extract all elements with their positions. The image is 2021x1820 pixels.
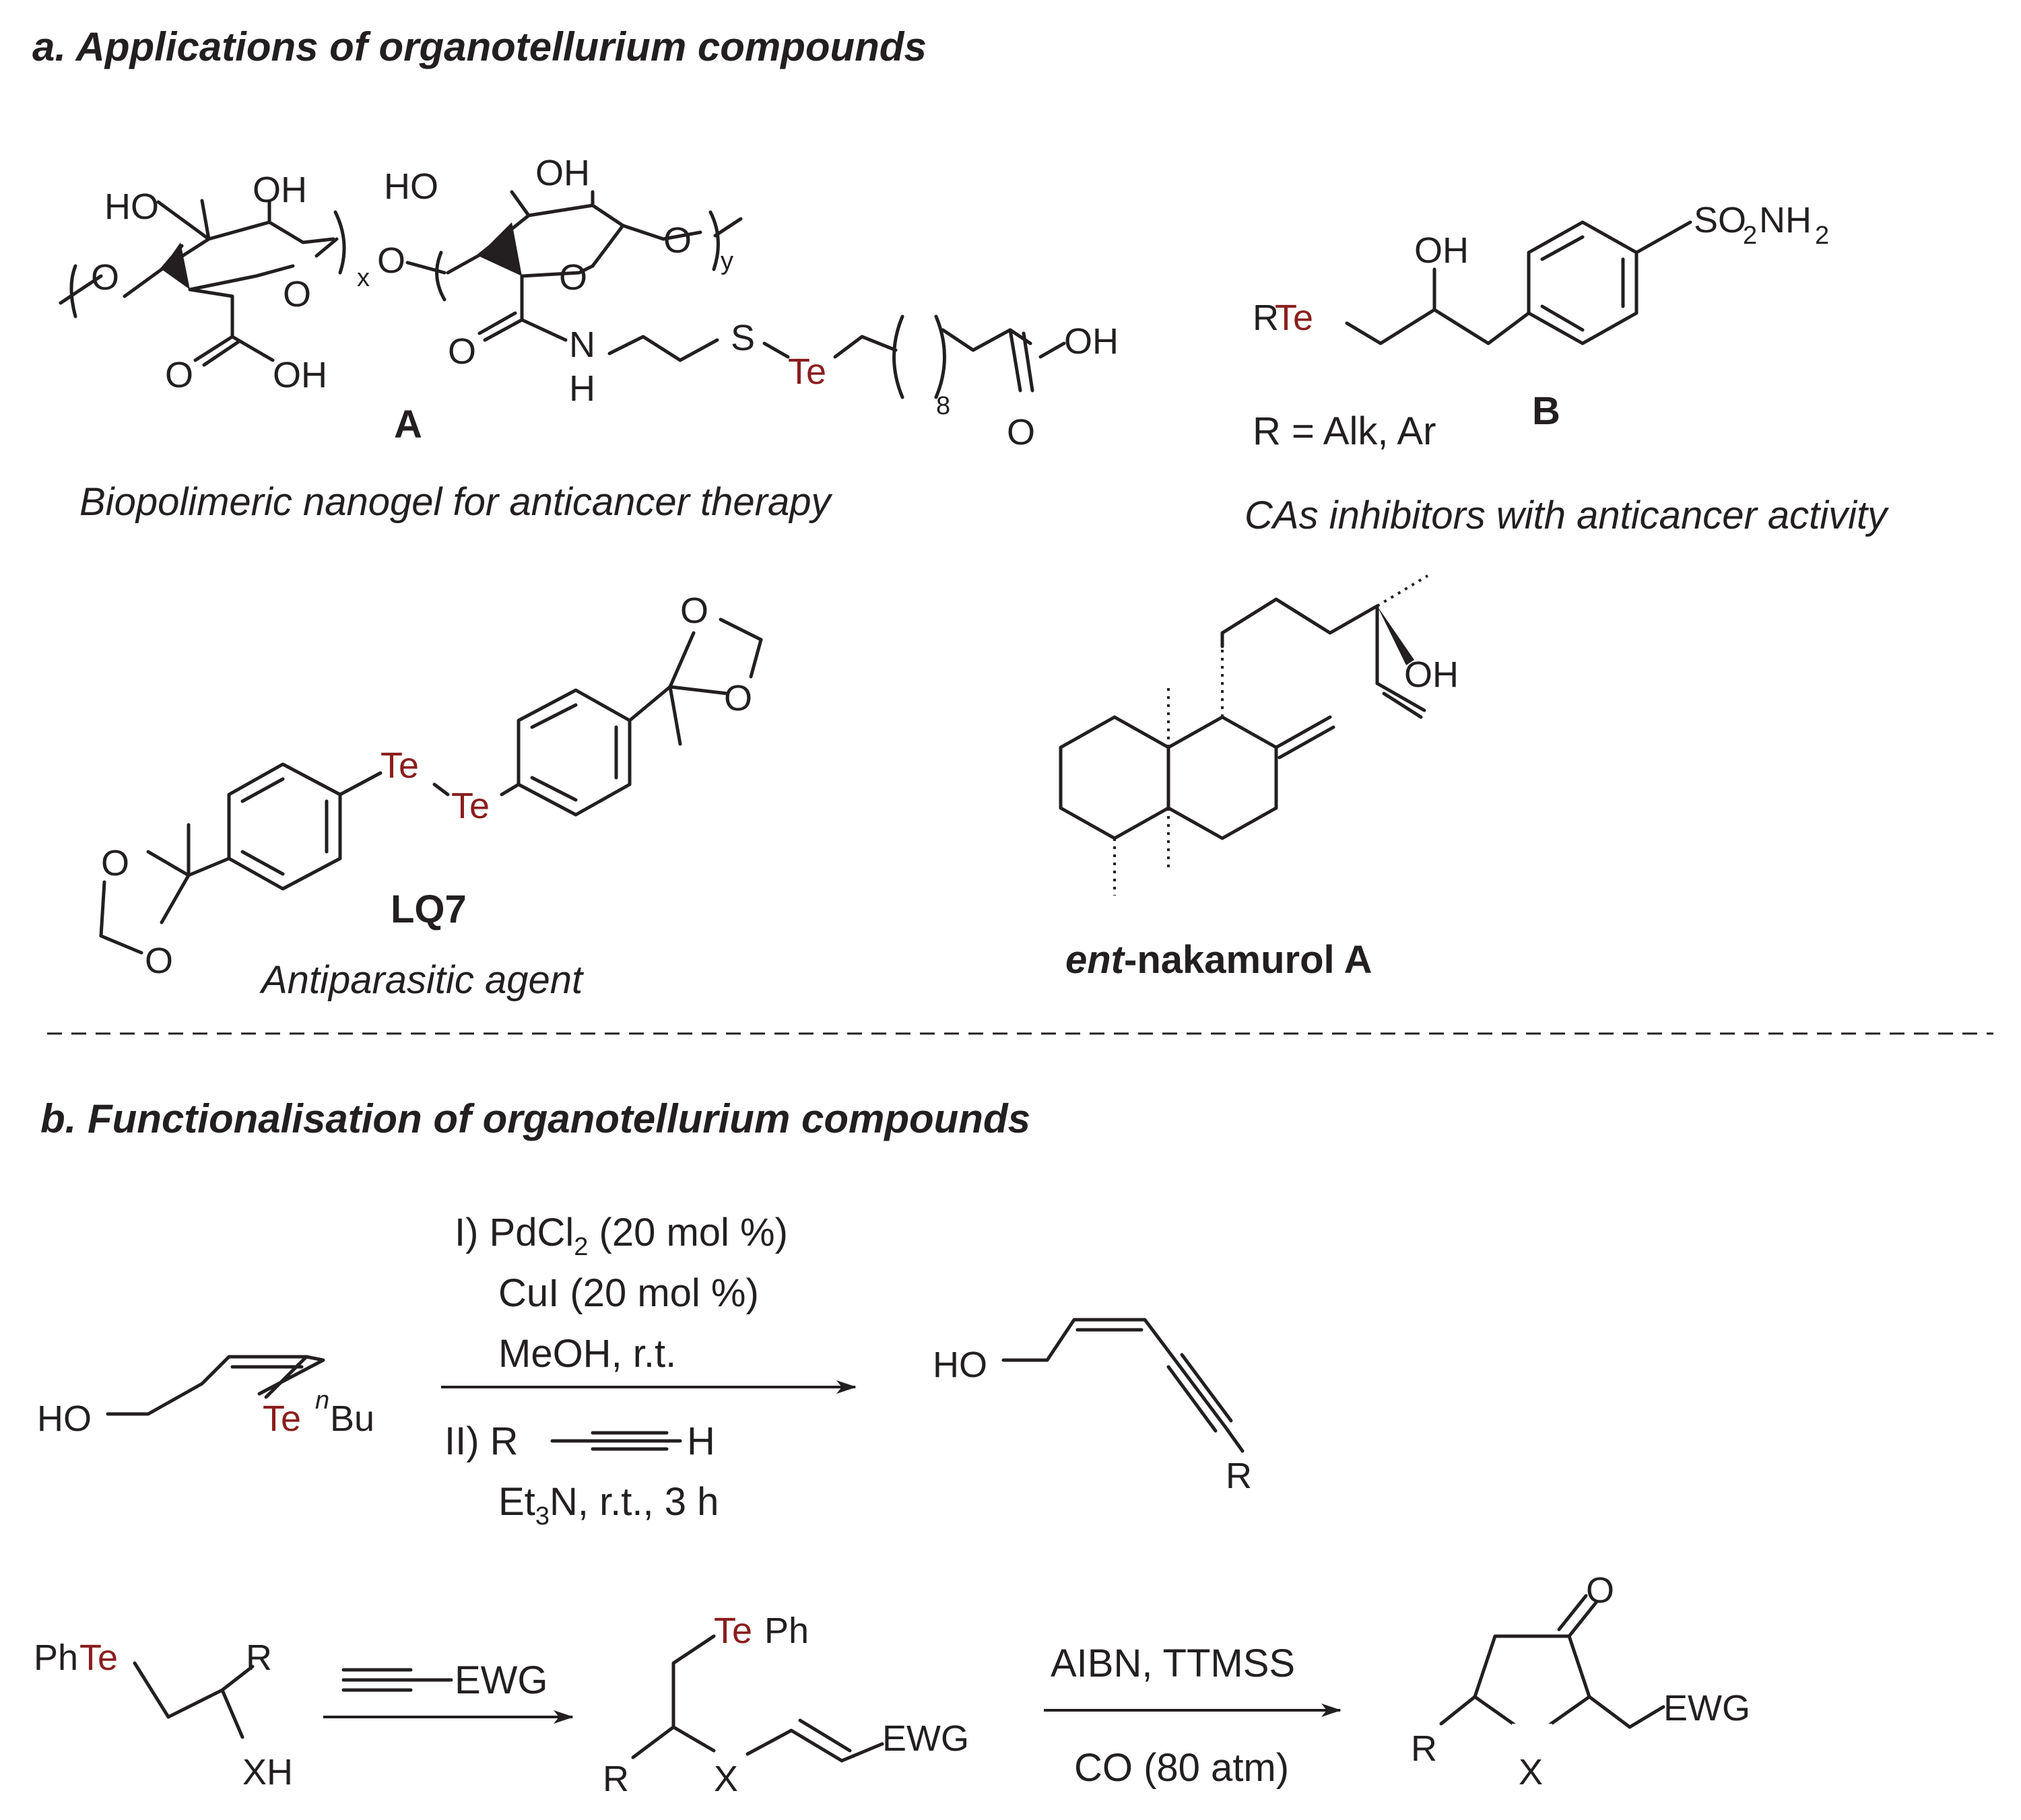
svg-text:R: R [1411,1728,1437,1769]
svg-text:HO: HO [37,1398,92,1439]
svg-text:EWG: EWG [455,1658,548,1702]
compound-b-atoms: R Te OH SO 2 NH 2 [1253,200,1829,338]
svg-text:HO: HO [933,1345,987,1385]
reaction2-reagent: EWG [341,1658,548,1702]
reaction1-sm-structure [106,1355,325,1416]
svg-text:I) PdCl2 (20 mol %): I) PdCl2 (20 mol %) [455,1211,788,1261]
reaction2-sm-atoms: Ph Te R XH [34,1638,293,1792]
svg-text:OH: OH [253,170,307,210]
svg-text:O: O [680,591,708,631]
compound-b-structure [1345,220,1692,345]
svg-text:EWG: EWG [882,1718,969,1759]
compound-a-atoms: HO OH HO OH O O O O O x y O OH O N H S T… [91,153,1119,452]
svg-text:O: O [165,355,193,395]
svg-text:OH: OH [1064,321,1119,362]
svg-text:O: O [283,274,311,314]
svg-text:X: X [1519,1752,1543,1792]
svg-text:Te: Te [380,745,419,786]
svg-text:O: O [1007,412,1035,452]
svg-text:H: H [569,368,595,409]
svg-text:H: H [687,1419,715,1463]
svg-text:Bu: Bu [330,1398,374,1439]
compound-b-r-definition: R = Alk, Ar [1253,409,1436,453]
reaction1-sm-atoms: HO Te n Bu [37,1386,374,1439]
svg-text:R: R [1226,1456,1252,1496]
compound-lq7-atoms: Te Te O O O O [101,591,752,981]
compound-nakamurol-label: ent-nakamurol A [1065,938,1372,982]
compound-b-label: B [1532,389,1560,433]
reaction1-product-atoms: HO R [933,1345,1252,1496]
svg-text:R: R [1253,298,1279,338]
svg-text:x: x [357,264,370,292]
section-a-heading: a. Applications of organotellurium compo… [32,24,927,69]
svg-text:II) R: II) R [444,1419,519,1463]
svg-text:R: R [246,1638,272,1678]
svg-text:O: O [724,678,752,718]
svg-text:Te: Te [263,1398,301,1439]
reaction1-product-structure [1001,1318,1245,1453]
svg-text:S: S [731,318,755,358]
svg-text:OH: OH [1404,654,1459,695]
svg-text:Ph: Ph [764,1611,809,1651]
svg-text:O: O [145,941,173,981]
svg-text:Et3N, r.t., 3 h: Et3N, r.t., 3 h [498,1480,719,1530]
svg-text:O: O [448,331,476,372]
compound-nakamurol-atoms: OH [1404,654,1459,695]
reaction1-conditions: I) PdCl2 (20 mol %) CuI (20 mol %) MeOH,… [444,1211,788,1530]
svg-text:Te: Te [451,786,490,826]
compound-a-caption: Biopolimeric nanogel for anticancer ther… [79,480,833,524]
svg-text:MeOH, r.t.: MeOH, r.t. [498,1332,676,1376]
svg-text:XH: XH [242,1752,293,1792]
section-b-heading: b. Functionalisation of organotellurium … [40,1096,1030,1141]
svg-text:Ph: Ph [34,1638,78,1678]
svg-text:SO: SO [1694,200,1746,240]
svg-text:CuI (20 mol %): CuI (20 mol %) [498,1271,759,1315]
compound-a-label: A [394,403,422,446]
svg-text:n: n [315,1386,329,1415]
svg-text:OH: OH [1414,230,1469,271]
compound-lq7-label: LQ7 [391,887,467,931]
svg-text:R: R [603,1759,629,1799]
reaction2-condition-top: AIBN, TTMSS [1051,1642,1295,1685]
svg-text:O: O [1586,1570,1614,1611]
compound-b-caption: CAs inhibitors with anticancer activity [1245,494,1889,537]
svg-text:HO: HO [104,187,159,227]
svg-text:2: 2 [1743,222,1757,250]
svg-text:HO: HO [384,166,438,207]
svg-text:Te: Te [1275,298,1313,338]
compound-lq7-structure [99,617,763,955]
reaction2-condition-bottom: CO (80 atm) [1074,1746,1289,1790]
reaction2-product-atoms: O R X EWG [1411,1570,1750,1792]
svg-text:Te: Te [714,1611,752,1651]
svg-text:EWG: EWG [1663,1688,1750,1728]
reaction2-sm-structure [133,1661,255,1739]
svg-text:Te: Te [788,351,826,392]
reaction2-intermediate-atoms: Te Ph R X EWG [603,1611,969,1799]
svg-text:OH: OH [273,355,327,395]
svg-text:O: O [377,240,405,281]
compound-lq7-caption: Antiparasitic agent [259,958,585,1002]
svg-text:2: 2 [1815,222,1829,250]
svg-text:OH: OH [535,153,590,193]
svg-text:O: O [663,220,692,261]
svg-text:8: 8 [936,392,950,420]
svg-text:Te: Te [79,1638,118,1678]
compound-nakamurol-structure [1059,574,1429,896]
svg-text:NH: NH [1759,200,1812,240]
svg-text:N: N [569,325,595,365]
svg-text:O: O [101,843,129,883]
reaction2-product-structure [1439,1594,1665,1739]
svg-text:O: O [91,257,119,298]
svg-text:X: X [714,1759,738,1799]
reaction2-intermediate-structure [631,1634,884,1763]
compound-a-structure [59,190,1066,399]
svg-text:O: O [559,257,587,298]
svg-text:y: y [721,247,733,275]
